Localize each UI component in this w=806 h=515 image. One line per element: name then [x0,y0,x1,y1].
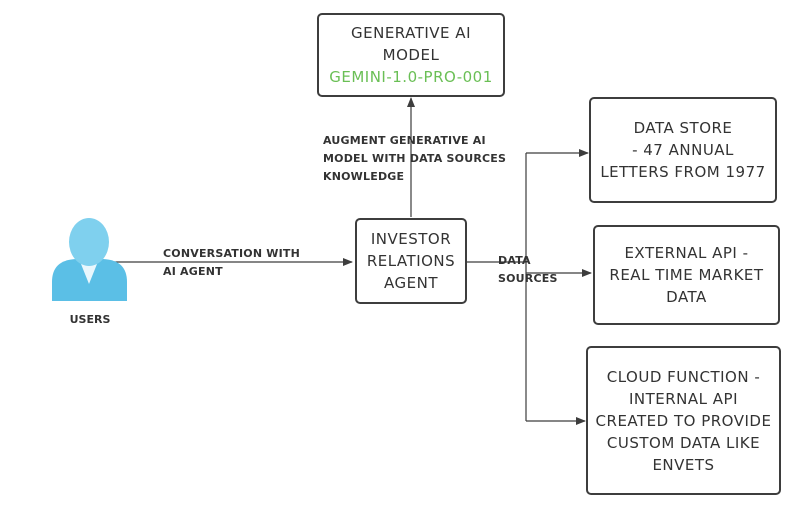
external-api-line-2: REAL TIME MARKET [609,266,764,284]
conversation-label-line-2: AI AGENT [163,265,223,278]
data-sources-label-line-2: SOURCES [498,272,558,285]
model-node-title-line-1: GENERATIVE AI [351,24,471,42]
generative-ai-model-node[interactable]: GENERATIVE AI MODEL GEMINI-1.0-PRO-001 [317,13,505,97]
data-sources-edge-label: DATA SOURCES [498,252,558,288]
augment-edge-label: AUGMENT GENERATIVE AI MODEL WITH DATA SO… [323,132,506,186]
agent-node-line-2: RELATIONS [366,252,456,270]
agent-node-line-3: AGENT [384,274,438,292]
data-store-node[interactable]: DATA STORE - 47 ANNUAL LETTERS FROM 1977 [589,97,777,203]
conversation-label-line-1: CONVERSATION WITH [163,247,301,260]
cloud-function-line-1: CLOUD FUNCTION - [606,367,761,386]
cloud-function-line-4: CUSTOM DATA LIKE [606,433,761,452]
data-store-line-1: DATA STORE [633,119,733,137]
external-api-line-3: DATA [666,288,707,306]
model-node-title-line-2: MODEL [382,46,440,64]
augment-label-line-3: KNOWLEDGE [323,170,405,183]
external-api-node[interactable]: EXTERNAL API - REAL TIME MARKET DATA [593,225,780,325]
user-icon-collar [79,259,99,284]
investor-relations-agent-node[interactable]: INVESTOR RELATIONS AGENT [355,218,467,304]
users-label: USERS [69,313,111,326]
cloud-function-line-5: ENVETS [652,455,715,474]
external-api-line-1: EXTERNAL API - [624,244,749,262]
data-store-line-2: - 47 ANNUAL [632,141,734,159]
augment-label-line-2: MODEL WITH DATA SOURCES [323,152,507,165]
cloud-function-line-2: INTERNAL API [628,389,739,408]
data-sources-label-line-1: DATA [498,254,531,267]
user-icon [52,218,127,301]
conversation-edge-label: CONVERSATION WITH AI AGENT [163,245,300,281]
user-icon-head [69,218,109,266]
cloud-function-node[interactable]: CLOUD FUNCTION - INTERNAL API CREATED TO… [586,346,781,495]
cloud-function-line-3: CREATED TO PROVIDE [595,411,772,430]
agent-node-line-1: INVESTOR [370,230,452,248]
augment-label-line-1: AUGMENT GENERATIVE AI [323,134,486,147]
data-store-line-3: LETTERS FROM 1977 [600,163,766,181]
model-id-label: GEMINI-1.0-PRO-001 [329,68,493,86]
